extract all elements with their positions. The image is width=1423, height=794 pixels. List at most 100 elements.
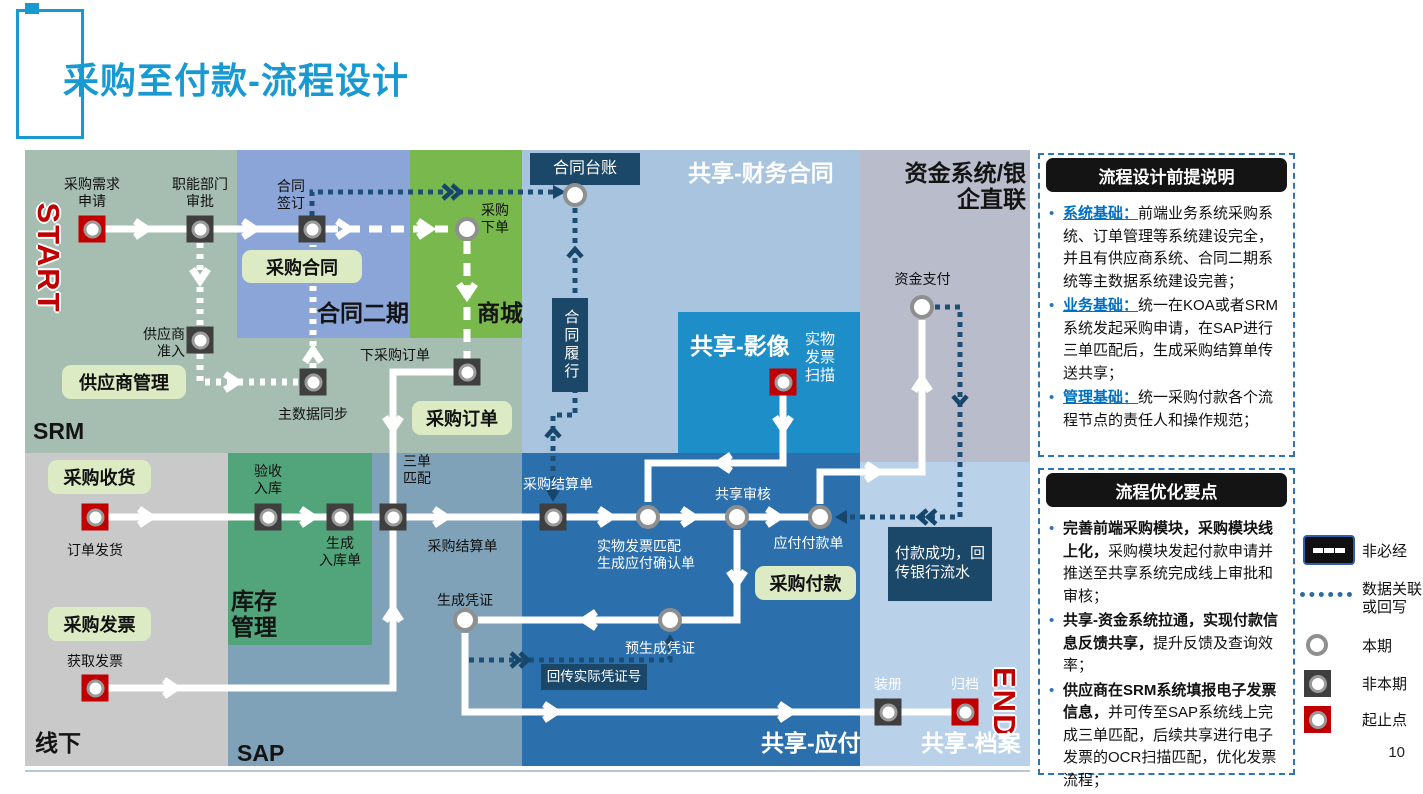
page-title: 采购至付款-流程设计 <box>63 60 409 101</box>
node-ring <box>384 508 402 526</box>
payment-success-label: 付款成功，回传银行流水 <box>895 545 986 581</box>
bullet-text: 完善前端采购模块，采购模块线上化，采购模块发起付款申请并推送至共享系统完成线上审… <box>1063 518 1286 608</box>
region-title-shared-payable: 共享-应付 <box>761 730 861 756</box>
node-ring <box>83 220 101 238</box>
node-ring <box>453 608 477 632</box>
bullet-item: • 供应商在SRM系统填报电子发票信息，并可传至SAP系统线上完成三单匹配，后续共… <box>1049 680 1286 793</box>
label-master-sync: 主数据同步 <box>278 406 348 422</box>
panel-optimization-title: 流程优化要点 <box>1115 482 1218 502</box>
label-three-match: 三单 匹配 <box>403 453 431 486</box>
node-ring <box>1308 710 1327 729</box>
node-ring <box>458 363 476 381</box>
bullet-body: 采购模块发起付款申请并推送至共享系统完成线上审批和审核； <box>1063 542 1274 605</box>
bullet-item: •完善前端采购模块，采购模块线上化，采购模块发起付款申请并推送至共享系统完成线上… <box>1049 518 1286 608</box>
node-binding <box>874 698 902 726</box>
label-purchase-request: 采购需求 申请 <box>64 176 120 209</box>
node-place-order <box>455 217 479 241</box>
node-sub-po <box>453 358 481 386</box>
label-fund-pay: 资金支付 <box>894 271 951 287</box>
node-shared-review <box>725 505 749 529</box>
legend-data-link-label: 数据关联 或回写 <box>1362 581 1423 616</box>
node-ring <box>910 295 934 319</box>
node-ring <box>1308 674 1327 693</box>
bullet-dot: • <box>1049 612 1055 629</box>
label-pre-voucher: 预生成凭证 <box>625 640 695 656</box>
pill-purchase-invoice: 采购发票 <box>48 607 151 641</box>
title-accent-outline <box>16 9 84 139</box>
bullet-text: 供应商在SRM系统填报电子发票信息，并可传至SAP系统线上完成三单匹配，后续共享… <box>1063 680 1286 793</box>
bullet-text: 管理基础：统一采购付款各个流程节点的责任人和操作规范； <box>1063 387 1286 432</box>
node-ring <box>544 508 562 526</box>
contract-perform-label: 合同履行 <box>562 309 580 381</box>
node-ring <box>774 373 792 391</box>
bullet-dot: • <box>1049 389 1055 406</box>
node-contract-sign <box>298 215 326 243</box>
node-ring <box>956 703 974 721</box>
region-title-contract2: 合同二期 <box>317 300 409 326</box>
node-ring <box>304 373 322 391</box>
bullet-text: 系统基础：前端业务系统采购系统、订单管理等系统建设完全，并且有供应商系统、合同二… <box>1063 203 1286 293</box>
bullet-item: • 共享-资金系统拉通，实现付款信息反馈共享，提升反馈及查询效率； <box>1049 610 1286 678</box>
node-order-ship <box>81 503 109 531</box>
region-title-fund-system: 资金系统/银 企直联 <box>904 160 1026 213</box>
panel-optimization-bullets: • 完善前端采购模块，采购模块线上化，采购模块发起付款申请并推送至共享系统完成线上… <box>1049 518 1286 794</box>
region-contract2 <box>237 150 410 338</box>
contract-perform-box: 合同履行 <box>552 298 588 392</box>
label-order-ship: 订单发货 <box>67 542 123 558</box>
region-title-shared-finance-contract: 共享-财务合同 <box>688 160 834 186</box>
node-invoice-match <box>636 505 660 529</box>
label-place-order: 采购 下单 <box>481 202 509 235</box>
bullet-dot: • <box>1049 297 1055 314</box>
label-supplier-entry: 供应商 准入 <box>143 326 185 359</box>
bullet-text: 共享-资金系统拉通，实现付款信息反馈共享，提升反馈及查询效率； <box>1063 610 1286 678</box>
bullet-lead: 供应商在SRM系统填报电子发票信息， <box>1063 681 1277 722</box>
panel-design-premise-title: 流程设计前提说明 <box>1098 167 1235 187</box>
region-title-sap: SAP <box>237 740 285 766</box>
node-warehouse-receipt <box>326 503 354 531</box>
dash-line-icon <box>1313 547 1345 553</box>
node-ring <box>808 505 832 529</box>
process-diagram: START END 合同台账 合同履行 付款成功，回传银行流水 回传实际凭证号 … <box>25 150 1030 766</box>
node-ring <box>191 331 209 349</box>
label-archive: 归档 <box>951 676 979 692</box>
node-ring <box>86 508 104 526</box>
bullet-dot: • <box>1049 681 1055 699</box>
node-purchase-request <box>78 215 106 243</box>
node-ring <box>563 183 587 207</box>
node-ring <box>191 220 209 238</box>
bullet-dot: • <box>1049 205 1055 222</box>
node-ring <box>455 217 479 241</box>
label-binding: 装册 <box>874 676 902 692</box>
panel-design-premise: 流程设计前提说明 • 系统基础：前端业务系统采购系统、订单管理等系统建设完全，并且… <box>1038 153 1295 457</box>
node-master-sync <box>299 368 327 396</box>
label-dept-approval: 职能部门 审批 <box>172 176 228 209</box>
panel-design-premise-header: 流程设计前提说明 <box>1046 158 1287 192</box>
label-sub-po: 下采购订单 <box>360 347 430 363</box>
bullet-term: 管理基础： <box>1063 389 1139 406</box>
node-ring <box>86 679 104 697</box>
node-ring <box>331 508 349 526</box>
label-settlement-sap: 采购结算单 <box>427 538 498 554</box>
bullet-body: 提升反馈及查询效率； <box>1063 634 1274 675</box>
node-ring <box>658 608 682 632</box>
legend-other-phase-label: 非本期 <box>1362 676 1408 693</box>
node-payable-order <box>808 505 832 529</box>
panel-optimization-header: 流程优化要点 <box>1046 473 1287 507</box>
label-warehouse-receipt: 生成 入库单 <box>319 535 361 568</box>
pill-purchase-receipt: 采购收货 <box>48 460 151 494</box>
label-get-invoice: 获取发票 <box>67 653 123 669</box>
pill-purchase-order: 采购订单 <box>412 401 512 435</box>
node-inspect-in <box>254 503 282 531</box>
node-ring <box>636 505 660 529</box>
legend: 非必经 数据关联 或回写 本期 非本期 起止点 <box>1300 528 1423 758</box>
region-title-shared-archive: 共享-档案 <box>921 730 1021 756</box>
label-payable-order: 应付付款单 <box>773 535 844 551</box>
region-title-offline: 线下 <box>35 730 81 756</box>
title-accent-square <box>25 3 39 14</box>
label-shared-review: 共享审核 <box>715 486 771 502</box>
bullet-body: 统一采购付款各个流程节点的责任人和操作规范； <box>1063 389 1274 429</box>
panel-optimization: 流程优化要点 •完善前端采购模块，采购模块线上化，采购模块发起付款申请并推送至共… <box>1038 468 1295 789</box>
label-invoice-match: 实物发票匹配 生成应付确认单 <box>597 538 695 571</box>
node-ring <box>879 703 897 721</box>
region-title-inventory: 库存 管理 <box>231 588 277 641</box>
